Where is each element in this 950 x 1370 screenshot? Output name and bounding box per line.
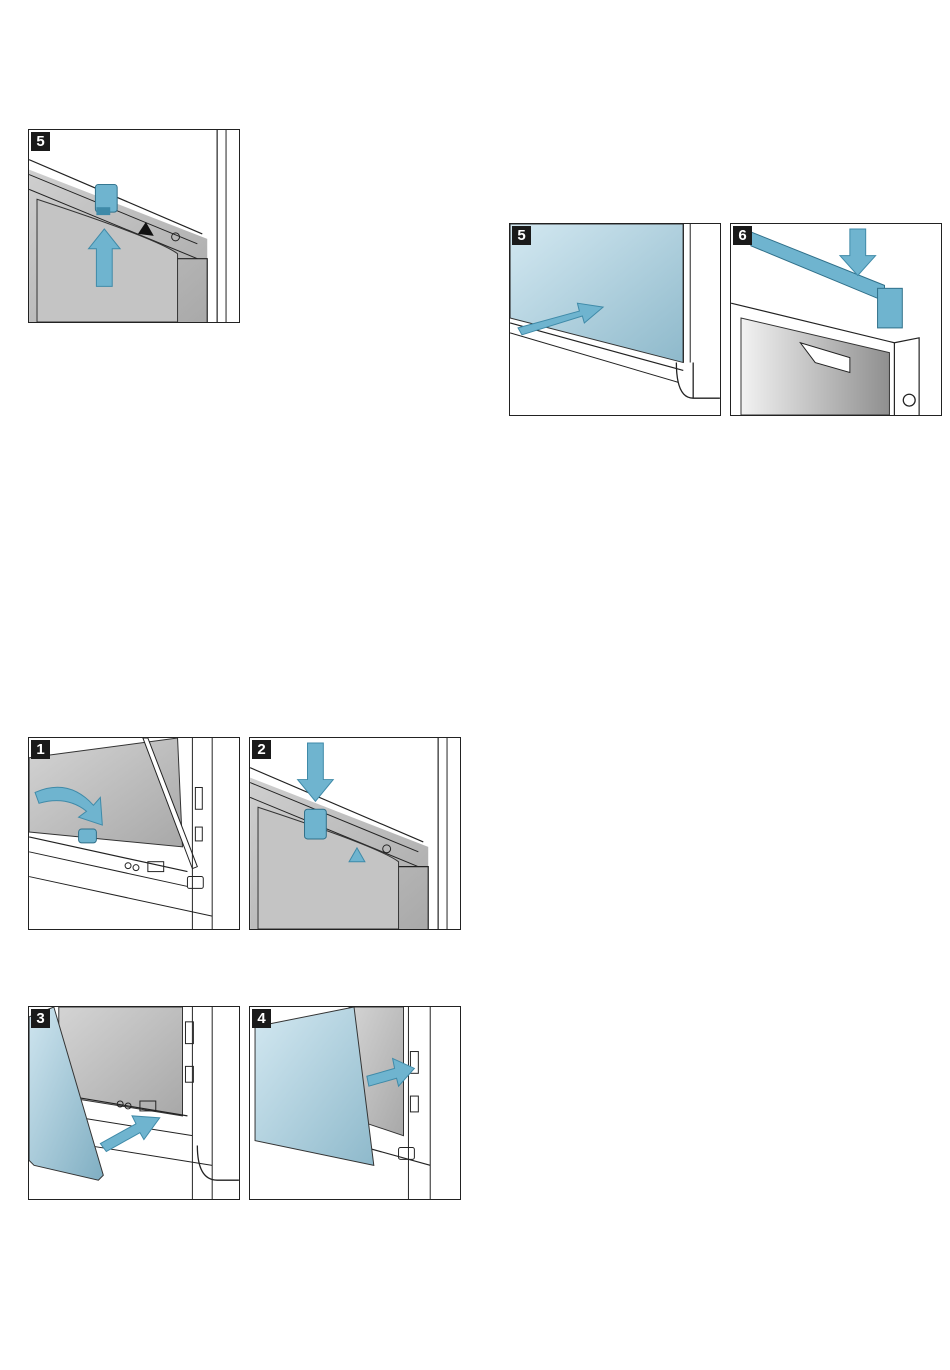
glass-insert-illustration xyxy=(250,1007,460,1199)
diagonal-arrow-icon xyxy=(100,1116,159,1152)
step-badge: 1 xyxy=(31,740,50,759)
figure-c-step-4: 4 xyxy=(249,1006,461,1200)
step-badge: 5 xyxy=(31,132,50,151)
glass-panel-illustration xyxy=(510,224,720,415)
figure-a-step-5: 5 xyxy=(28,129,240,323)
down-arrow-icon xyxy=(298,743,334,801)
step-badge: 2 xyxy=(252,740,271,759)
glass-removal-illustration xyxy=(29,1007,239,1199)
down-arrow-icon xyxy=(840,229,876,276)
door-hinge-illustration xyxy=(29,738,239,929)
step-badge: 5 xyxy=(512,226,531,245)
door-clip-illustration xyxy=(250,738,460,929)
step-badge: 3 xyxy=(31,1009,50,1028)
figure-c-step-1: 1 xyxy=(28,737,240,930)
door-clip-illustration xyxy=(29,130,239,322)
step-badge: 6 xyxy=(733,226,752,245)
figure-c-step-2: 2 xyxy=(249,737,461,930)
top-bar-illustration xyxy=(731,224,941,415)
figure-b-step-5: 5 xyxy=(509,223,721,416)
figure-b-step-6: 6 xyxy=(730,223,942,416)
step-badge: 4 xyxy=(252,1009,271,1028)
figure-c-step-3: 3 xyxy=(28,1006,240,1200)
